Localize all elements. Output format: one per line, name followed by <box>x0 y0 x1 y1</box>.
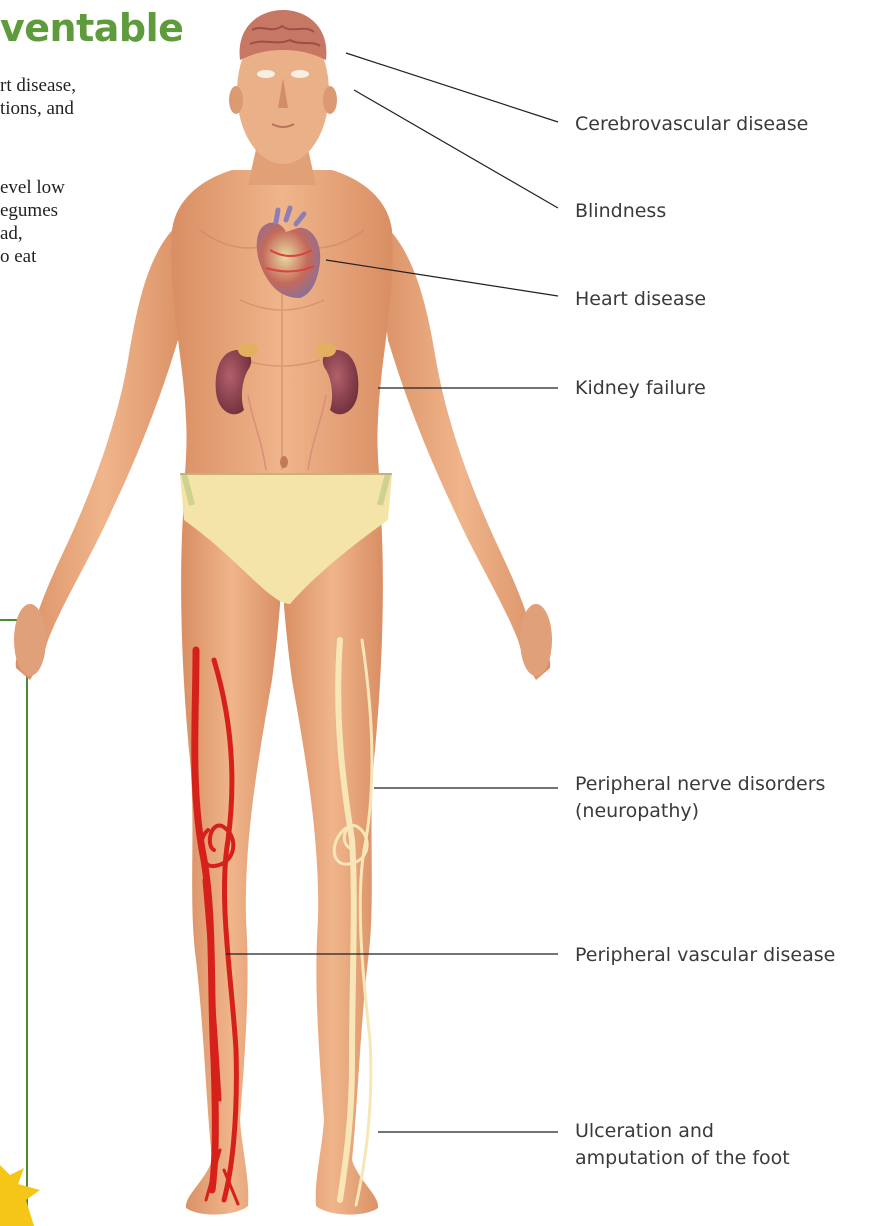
human-body <box>14 10 552 1215</box>
left-hand <box>520 604 552 676</box>
callout-line: Cerebrovascular disease <box>575 111 808 138</box>
callout-cerebrovascular-disease: Cerebrovascular disease <box>575 111 808 138</box>
callout-foot-ulceration-amputation: Ulceration and amputation of the foot <box>575 1118 790 1172</box>
callout-line: Heart disease <box>575 286 706 313</box>
callout-kidney-failure: Kidney failure <box>575 375 706 402</box>
callout-peripheral-vascular-disease: Peripheral vascular disease <box>575 942 835 969</box>
callout-peripheral-neuropathy: Peripheral nerve disorders (neuropathy) <box>575 771 825 825</box>
eye <box>291 70 309 78</box>
right-arm <box>16 215 190 680</box>
navel <box>280 456 288 468</box>
callout-line: Blindness <box>575 198 666 225</box>
left-leg <box>282 500 383 1215</box>
callout-line: Peripheral vascular disease <box>575 942 835 969</box>
left-arm <box>372 215 550 680</box>
callout-line: (neuropathy) <box>575 798 825 825</box>
right-hand <box>14 604 46 676</box>
callout-line: Peripheral nerve disorders <box>575 771 825 798</box>
sidebar-rule <box>0 620 27 1212</box>
callout-heart-disease: Heart disease <box>575 286 706 313</box>
callout-line: Kidney failure <box>575 375 706 402</box>
right-ear <box>323 86 337 114</box>
callout-blindness: Blindness <box>575 198 666 225</box>
callout-line: amputation of the foot <box>575 1145 790 1172</box>
callout-line: Ulceration and <box>575 1118 790 1145</box>
eye <box>257 70 275 78</box>
left-ear <box>229 86 243 114</box>
sidebar-food-graphic <box>0 1165 40 1226</box>
